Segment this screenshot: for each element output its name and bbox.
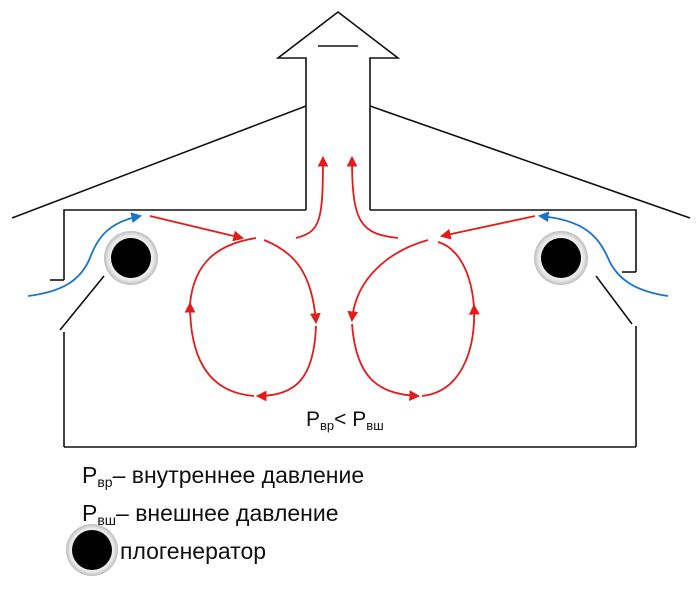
up-arrow-chimney-icon bbox=[275, 10, 401, 210]
right-inflow-arrow bbox=[537, 211, 669, 297]
legend-heater-icon-wrap bbox=[66, 524, 118, 576]
black-circle-heater-icon bbox=[72, 530, 112, 570]
less-than-operator: < bbox=[334, 408, 346, 431]
legend-external-pressure: Pвш– внешнее давление bbox=[82, 500, 339, 528]
outer-pressure-symbol: P bbox=[352, 408, 366, 431]
exhaust-chimney bbox=[275, 10, 401, 210]
left-heater bbox=[104, 231, 158, 285]
legend-sub: вш bbox=[97, 512, 117, 528]
legend-text: – внешнее давление bbox=[116, 500, 339, 526]
pressure-relation: Pвр< Pвш bbox=[306, 408, 384, 433]
black-circle-heater-icon bbox=[541, 238, 581, 278]
left-supply-arrow bbox=[149, 215, 245, 242]
right-heater bbox=[534, 231, 588, 285]
legend-sub: вр bbox=[97, 474, 113, 490]
inner-pressure-symbol: P bbox=[306, 408, 320, 431]
left-inflow-arrow bbox=[27, 212, 143, 297]
black-circle-heater-icon bbox=[111, 238, 151, 278]
right-up-arrow bbox=[346, 155, 399, 239]
legend-text: – внутреннее давление bbox=[112, 462, 365, 488]
legend-internal-pressure: Pвр– внутреннее давление bbox=[82, 462, 365, 490]
left-up-arrow bbox=[295, 155, 329, 239]
legend-symbol: P bbox=[82, 462, 98, 488]
house-walls bbox=[50, 209, 637, 448]
outer-pressure-sub: вш bbox=[366, 418, 383, 433]
legend-symbol: P bbox=[82, 500, 98, 526]
right-supply-arrow bbox=[439, 215, 536, 240]
outer-air-flow bbox=[27, 211, 669, 297]
legend-heater: плогенератор bbox=[120, 540, 266, 563]
roof bbox=[11, 105, 691, 219]
inner-pressure-sub: вр bbox=[320, 418, 334, 433]
inner-air-flow bbox=[149, 155, 536, 402]
legend-text: плогенератор bbox=[120, 538, 267, 564]
